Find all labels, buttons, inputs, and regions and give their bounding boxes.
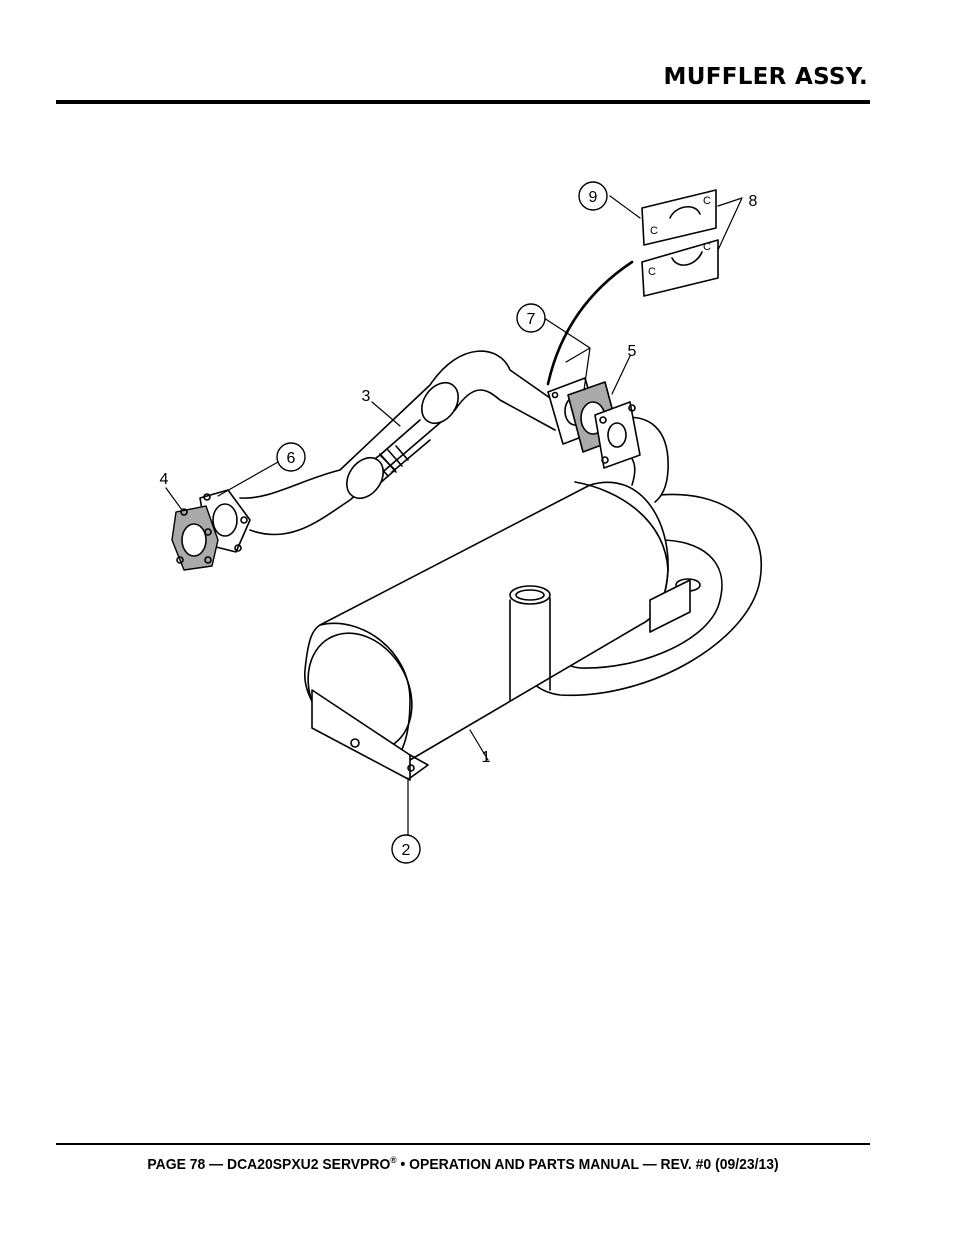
callout-9: 9 (578, 181, 608, 211)
callout-9-label: 9 (589, 189, 598, 206)
exhaust-pipe (239, 350, 561, 536)
callout-1-label: 1 (482, 749, 491, 766)
page-footer: PAGE 78 — DCA20SPXU2 SERVPRO® • OPERATIO… (33, 1155, 892, 1173)
page-title: MUFFLER ASSY. (663, 64, 868, 90)
svg-text:C: C (650, 225, 658, 237)
svg-text:C: C (703, 241, 711, 253)
leader-lines (165, 195, 743, 837)
gasket-4 (171, 505, 219, 571)
footer-text-main: PAGE 78 — DCA20SPXU2 SERVPRO (147, 1156, 391, 1173)
callout-8-label: 8 (749, 193, 758, 210)
footer-text-rest: • OPERATION AND PARTS MANUAL — REV. #0 (… (396, 1156, 779, 1173)
header-rule (56, 100, 870, 104)
flange-plates (547, 377, 641, 469)
callout-3-label: 3 (362, 388, 371, 405)
callout-6-label: 6 (287, 450, 296, 467)
heat-shield-plates: C C C C (641, 189, 719, 297)
callout-7: 7 (516, 303, 546, 333)
svg-text:C: C (703, 195, 711, 207)
callouts: 9 8 7 5 3 6 4 1 2 (160, 181, 758, 864)
footer-rule (56, 1143, 870, 1145)
callout-4-label: 4 (160, 471, 169, 488)
callout-6: 6 (276, 442, 306, 472)
callout-7-label: 7 (527, 311, 536, 328)
callout-2-label: 2 (402, 842, 411, 859)
svg-text:C: C (648, 266, 656, 278)
registered-mark: ® (390, 1155, 397, 1165)
arrow-curve (546, 260, 634, 386)
bracket (311, 579, 691, 781)
callout-5-label: 5 (628, 343, 637, 360)
callout-2: 2 (391, 834, 421, 864)
